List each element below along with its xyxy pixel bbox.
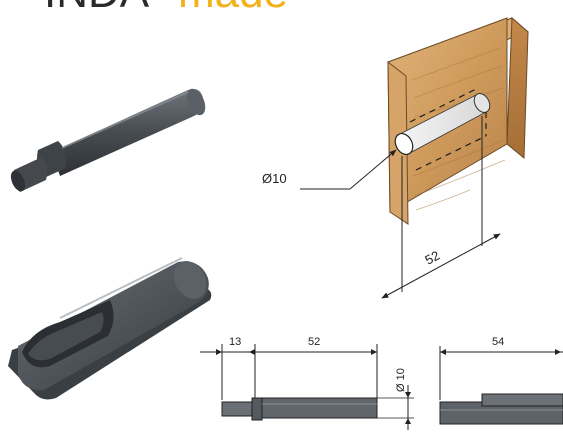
dim-54-arrow-right	[555, 349, 561, 355]
dim-52-arrow-right	[371, 349, 377, 355]
diameter-leader-arrow	[349, 149, 397, 190]
dim-13-label: 13	[229, 336, 241, 348]
pin-end-right	[186, 88, 206, 116]
wood-block-drawing: Ø10 52	[262, 16, 529, 299]
dim-13-arrow-left	[216, 349, 222, 355]
end-view-top	[481, 393, 563, 407]
dim-dia-arrow-bottom	[405, 418, 411, 424]
pin-shaft	[52, 89, 204, 176]
pin-highlight	[61, 91, 189, 149]
side-view-drawing: 13 52 Ø 10	[200, 336, 414, 430]
depth-dimension-line	[381, 233, 501, 299]
bore-hole-far-end	[473, 93, 491, 113]
sleeve-highlight	[59, 257, 183, 319]
brand-logo-part1: INDA	[44, 0, 150, 17]
side-pin-collar	[251, 397, 263, 421]
dim-52-label: 52	[308, 336, 320, 348]
hidden-lines	[409, 87, 487, 171]
wood-side-face	[506, 16, 529, 160]
sleeve-body	[18, 261, 209, 391]
brand-logo-part2: made	[178, 0, 288, 17]
pin-tip-face	[10, 170, 26, 192]
brand-logo: INDA made	[44, 0, 288, 17]
dim-54-arrow-left	[440, 349, 446, 355]
sleeve-photo	[8, 257, 212, 400]
bore-hole-opening	[394, 132, 414, 156]
dim-54-label: 54	[492, 336, 504, 348]
side-pin-tip	[221, 401, 256, 417]
end-view-drawing: 54	[439, 336, 563, 425]
dim-dia-arrow-top	[405, 392, 411, 398]
side-pin-body	[261, 397, 378, 419]
sleeve-slot-inner	[28, 312, 104, 361]
wood-grain	[411, 47, 506, 211]
dim-dia-label: Ø 10	[395, 368, 407, 392]
dim-13-arrow-right	[249, 349, 255, 355]
pin-photo	[10, 88, 206, 192]
diameter-label: Ø10	[262, 171, 287, 186]
depth-label: 52	[422, 248, 442, 268]
sleeve-end-cap	[173, 260, 207, 300]
